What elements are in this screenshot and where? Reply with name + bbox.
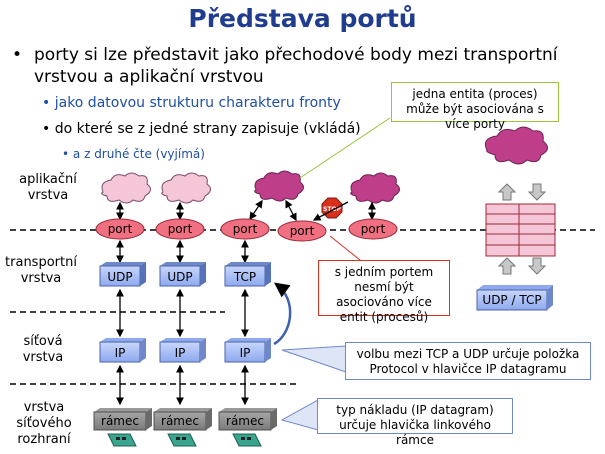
frame-label: rámec: [101, 414, 139, 428]
layer-label-line: vrstva: [27, 188, 69, 203]
callout-pointer-blue: [281, 345, 347, 373]
port-label: port: [168, 222, 193, 236]
ip-label: IP: [240, 346, 251, 360]
udp-tcp-label: UDP / TCP: [482, 293, 541, 307]
layer-label-line: transportní: [5, 255, 77, 270]
layer-label-link: vrstva síťového rozhraní: [12, 400, 76, 448]
callout-pointer-blue: [280, 399, 319, 431]
process-cloud-blocked: [350, 172, 400, 204]
layer-label-line: rozhraní: [17, 432, 71, 447]
bullet-level-2: • jako datovou strukturu charakteru fron…: [42, 95, 341, 111]
port-label: port: [233, 222, 258, 236]
curved-arrow-protocol: [273, 282, 292, 346]
layer-label-line: vrstva: [22, 350, 64, 365]
layer-label-line: síťová: [23, 334, 63, 349]
bullet-level-3: • do které se z jedné strany zapisuje (v…: [42, 121, 361, 137]
layer-label-line: vrstva: [23, 400, 65, 415]
ip-box: IP: [99, 338, 146, 363]
ip-box: IP: [159, 338, 206, 363]
layer-label-line: síťového: [16, 416, 72, 431]
port-label: port: [361, 222, 386, 236]
arrow-up-icon: [497, 257, 517, 275]
layer-label-line: vrstva: [20, 271, 62, 286]
bullet-text-4: a z druhé čte (vyjímá): [72, 147, 205, 161]
port-label: port: [290, 224, 315, 238]
bullet-text-2: jako datovou strukturu charakteru fronty: [54, 95, 341, 111]
arrow-down-icon: [527, 257, 547, 275]
note-link-header: typ nákladu (IP datagram) určuje hlavičk…: [317, 398, 513, 447]
note-protocol-field: volbu mezi TCP a UDP určuje položka Prot…: [345, 342, 591, 380]
udp-label: UDP: [107, 270, 132, 284]
ip-box: IP: [224, 338, 271, 363]
frame-label: rámec: [226, 414, 264, 428]
bullet-text-3: do které se z jedné strany zapisuje (vkl…: [54, 121, 361, 137]
port-ellipse: port: [348, 218, 398, 240]
network-card-icon: [107, 433, 137, 447]
ip-label: IP: [175, 346, 186, 360]
port-ellipse: port: [95, 218, 145, 240]
arrow-up-icon: [497, 183, 517, 201]
process-cloud: [101, 172, 151, 204]
port-ellipse: port: [155, 218, 205, 240]
udp-box: UDP: [99, 262, 146, 287]
frame-box: rámec: [153, 408, 212, 431]
bullet-dot: •: [12, 45, 23, 65]
arrow-cloud-port: [249, 199, 263, 221]
layer-label-network: síťová vrstva: [18, 334, 68, 366]
ip-label: IP: [115, 346, 126, 360]
port-ellipse: port: [277, 220, 327, 242]
bullet-level-4: • a z druhé čte (vyjímá): [62, 147, 205, 161]
note-multiple-ports: jedna entita (proces) může být asociován…: [391, 82, 559, 131]
arrow-blocked: [312, 201, 349, 221]
frame-label: rámec: [161, 414, 199, 428]
port-label: port: [108, 222, 133, 236]
tcp-label: TCP: [233, 270, 256, 284]
frame-box: rámec: [218, 408, 277, 431]
queue-illustration: UDP / TCP: [476, 183, 556, 311]
process-cloud: [161, 172, 211, 204]
arrow-down-icon: [527, 183, 547, 201]
slide-title: Představa portů: [188, 4, 417, 33]
network-card-icon: [232, 433, 262, 447]
arrow-cloud-port: [285, 199, 297, 222]
queue-buffer-right: [518, 203, 556, 257]
tcp-box: TCP: [224, 262, 271, 287]
process-cloud-right: [484, 126, 548, 165]
callout-pointer-green: [299, 117, 391, 179]
bullet-text-1: porty si lze představit jako přechodové …: [34, 45, 558, 87]
port-ellipse: port: [220, 218, 270, 240]
frame-box: rámec: [93, 408, 152, 431]
process-cloud-shared: [254, 170, 304, 202]
udp-box: UDP: [159, 262, 206, 287]
udp-label: UDP: [167, 270, 192, 284]
layer-label-app: aplikační vrstva: [18, 172, 78, 204]
stop-sign-label: STOP: [323, 206, 342, 213]
note-single-entity: s jedním portem nesmí být asociováno víc…: [318, 260, 450, 324]
network-card-icon: [167, 433, 197, 447]
stop-sign-icon: STOP: [321, 197, 343, 219]
layer-label-line: aplikační: [19, 172, 77, 187]
layer-label-transport: transportní vrstva: [4, 255, 78, 287]
